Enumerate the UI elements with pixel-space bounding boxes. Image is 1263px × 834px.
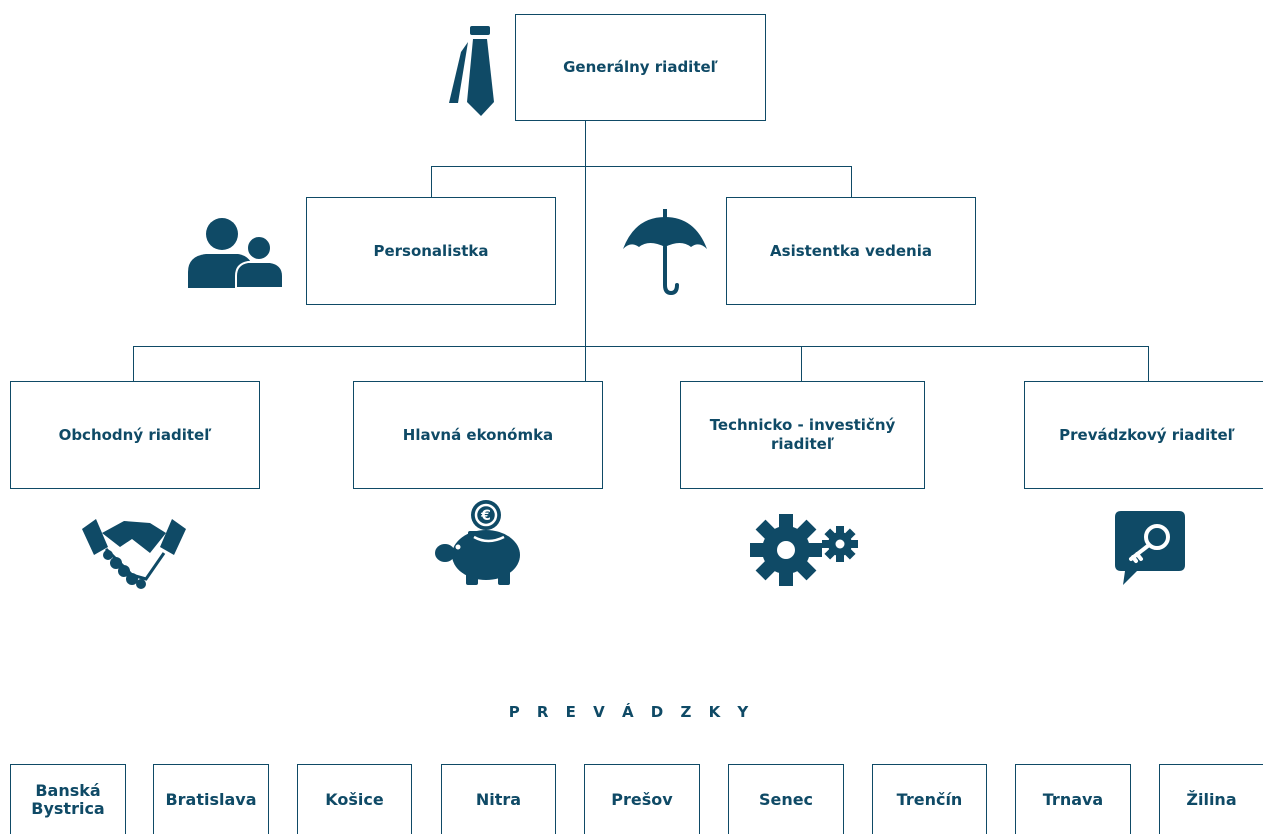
node-tech: Technicko - investičný riaditeľ: [680, 381, 925, 489]
branch-box: Senec: [728, 764, 844, 834]
handshake-icon: [80, 513, 188, 591]
node-ops: Prevádzkový riaditeľ: [1024, 381, 1263, 489]
branch-box: Bratislava: [153, 764, 269, 834]
connector-tech-drop: [801, 346, 802, 382]
connector-directors-horizontal: [133, 346, 1149, 347]
branch-box: Trnava: [1015, 764, 1131, 834]
connector-assistant-drop: [851, 166, 852, 198]
piggy-bank-euro-icon: €: [434, 497, 524, 587]
connector-ops-drop: [1148, 346, 1149, 382]
branch-box: Nitra: [441, 764, 556, 834]
connector-staff-horizontal: [431, 166, 852, 167]
key-speech-bubble-icon: [1113, 509, 1187, 587]
node-assistant: Asistentka vedenia: [726, 197, 976, 305]
node-hr: Personalistka: [306, 197, 556, 305]
branch-box: Trenčín: [872, 764, 987, 834]
gears-icon: [750, 512, 862, 588]
connector-ceo-vertical: [585, 120, 586, 382]
branch-box: Žilina: [1159, 764, 1263, 834]
umbrella-icon: [621, 207, 709, 297]
node-sales: Obchodný riaditeľ: [10, 381, 260, 489]
people-icon: [186, 214, 286, 288]
branch-box: Prešov: [584, 764, 700, 834]
svg-text:€: €: [480, 508, 491, 524]
node-ceo: Generálny riaditeľ: [515, 14, 766, 121]
node-finance: Hlavná ekonómka: [353, 381, 603, 489]
connector-sales-drop: [133, 346, 134, 382]
branch-box: Banská Bystrica: [10, 764, 126, 834]
connector-hr-drop: [431, 166, 432, 198]
branch-box: Košice: [297, 764, 412, 834]
branches-title: P R E V Á D Z K Y: [508, 703, 755, 721]
necktie-icon: [446, 24, 502, 118]
